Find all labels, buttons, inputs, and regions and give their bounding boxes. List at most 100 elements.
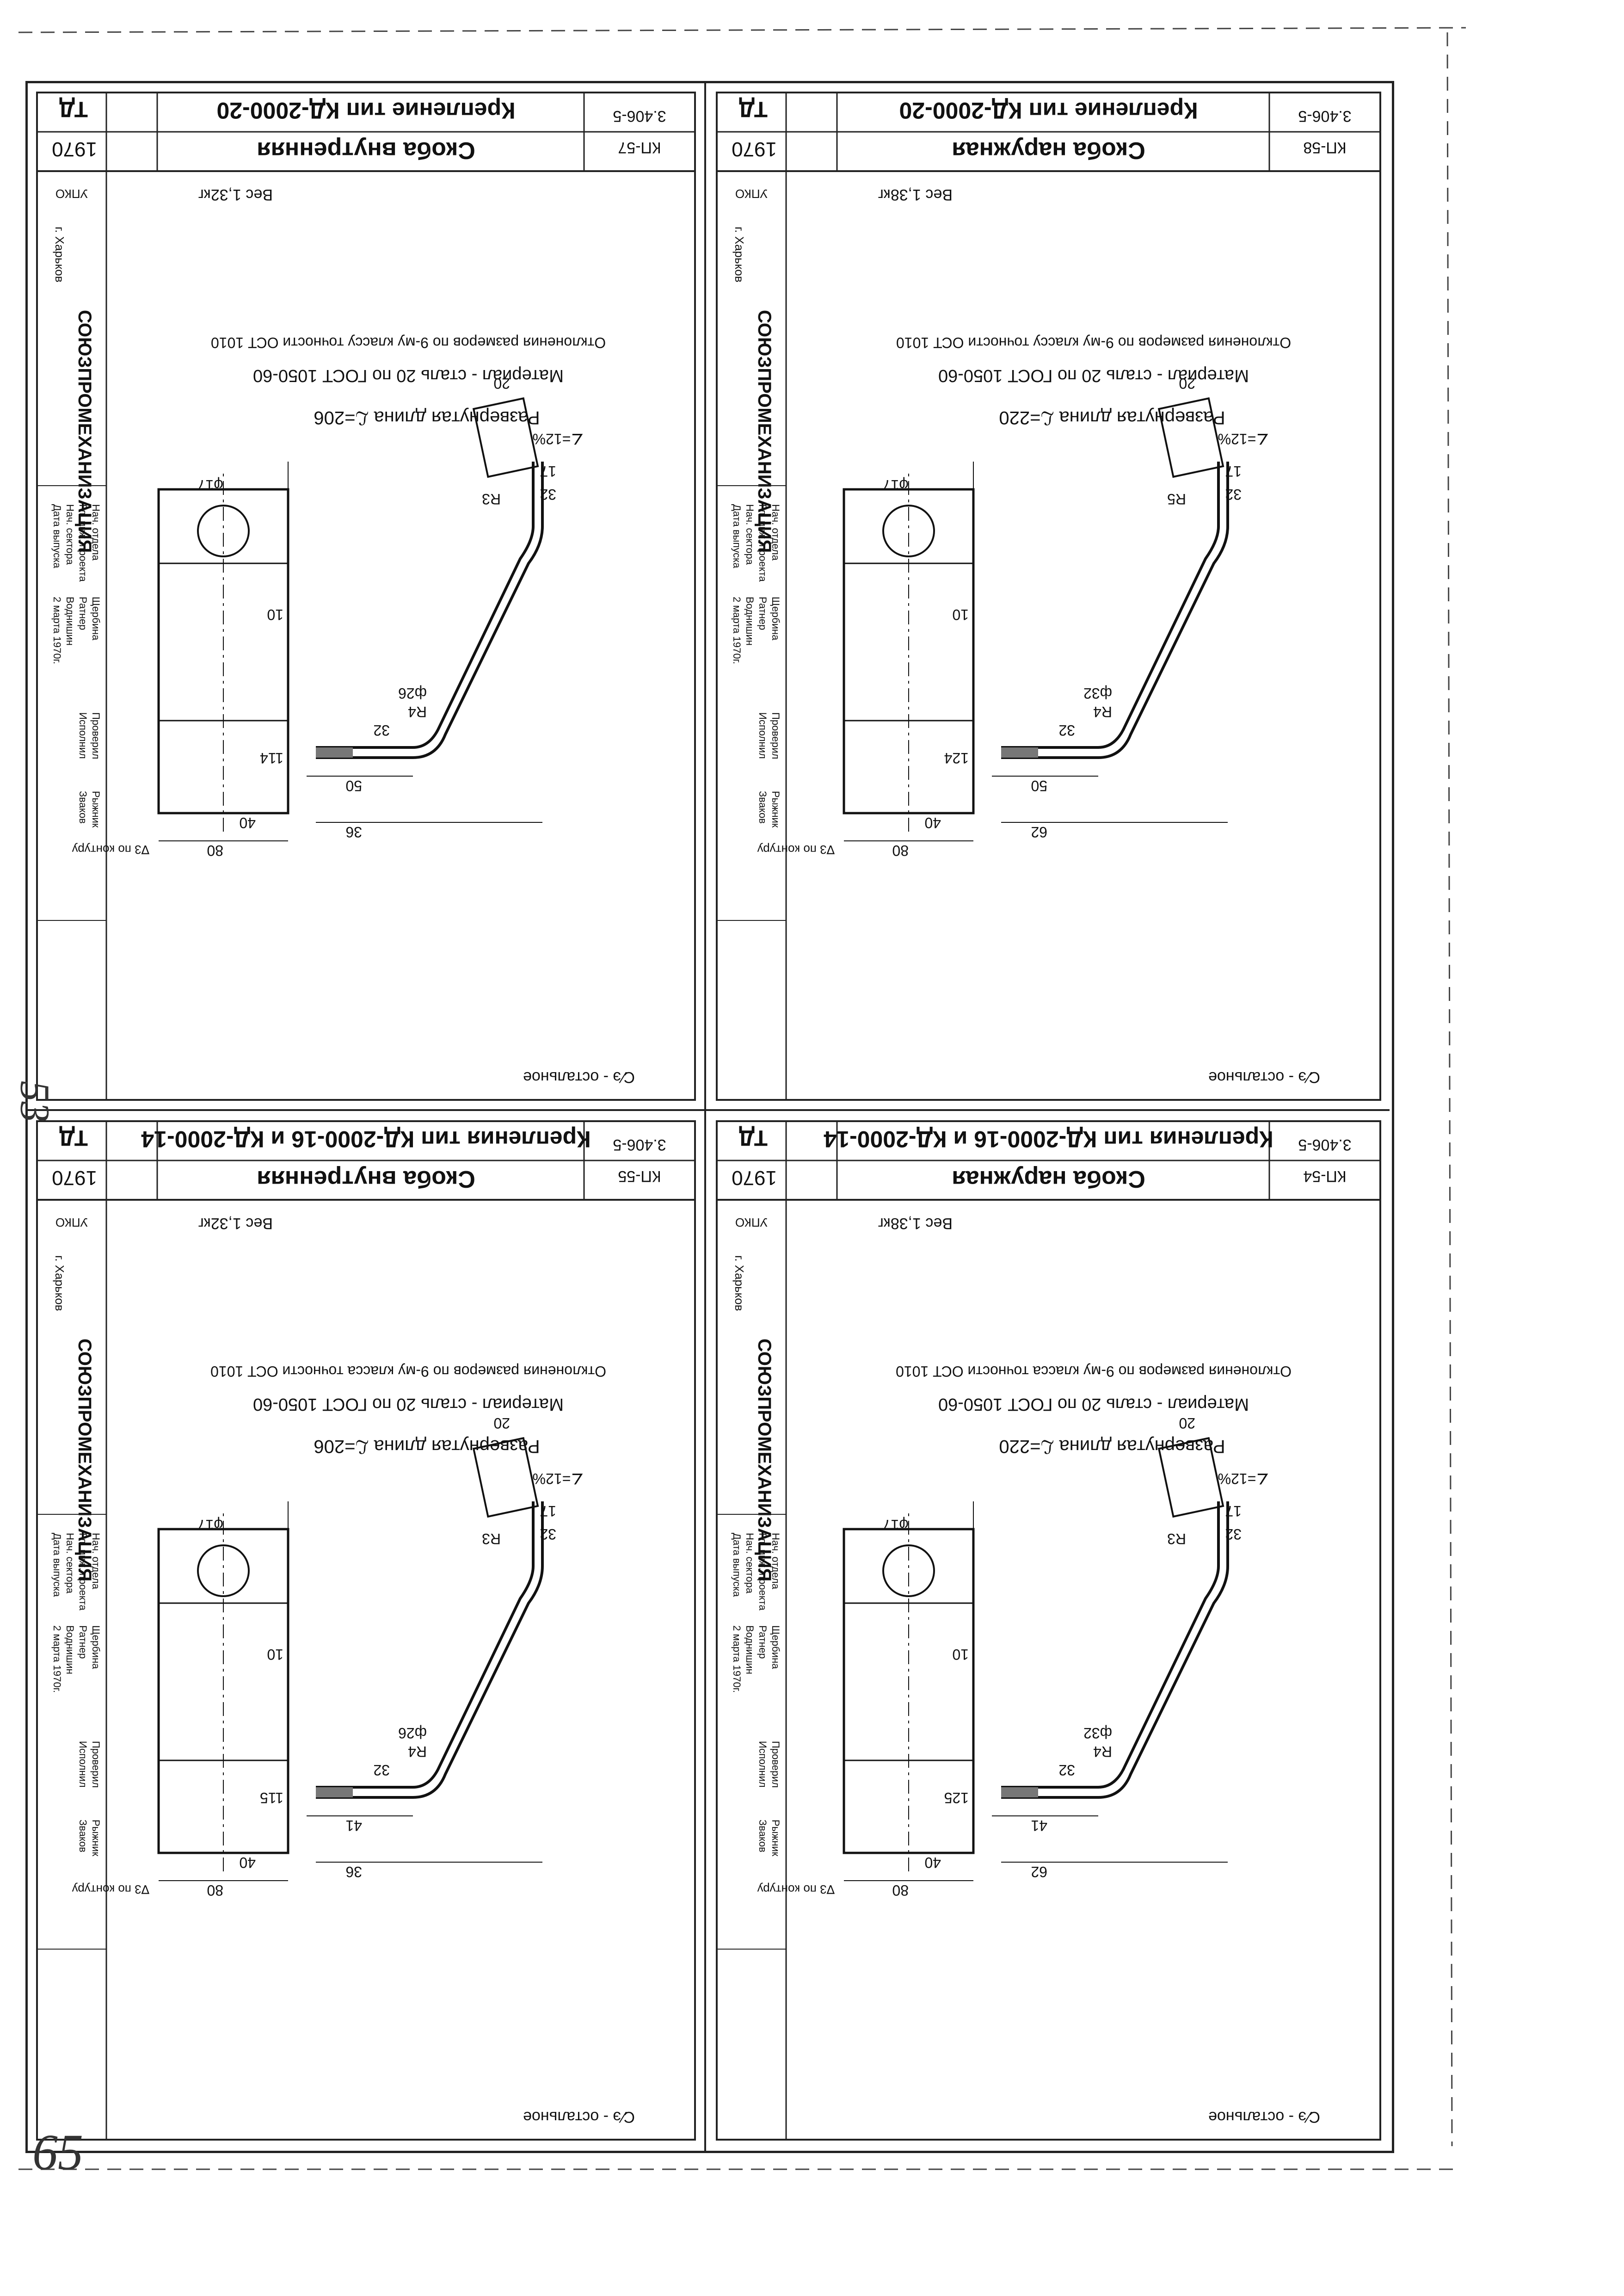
checked-name: Зваков [77,1820,89,1852]
sheet-title: Крепления тип КД-2000-16 и КД-2000-14 [141,1126,591,1152]
staff-role: Нач. отдела [770,504,781,561]
sheet-org-top: УПКО [55,1216,88,1229]
checked-label: Исполнил [757,712,769,759]
developed-length: Развернутая длина ℒ=220 [999,1436,1225,1457]
staff-name: Щербина [90,597,102,641]
dimension-label: R3 [482,491,501,507]
staff-role: Гл. инж. проекта [77,504,89,582]
dimension-label: 20 [493,1415,510,1432]
sheet-city: г. Харьков [732,1255,746,1311]
staff-role: Гл. инж. проекта [757,504,769,582]
staff-role: Дата выпуска [51,1533,63,1597]
staff-name: Воднишин [64,597,76,646]
sheet-weight: Вес 1,32кг [198,1215,273,1232]
sheet-stage: ТД [59,1125,88,1150]
dimension-label: 40 [239,815,256,831]
dimension-label: R4 [408,704,427,720]
sheet-number: КП-58 [1303,139,1346,156]
checked-label: Проверил [90,1741,102,1788]
sheet-title: Крепления тип КД-2000-16 и КД-2000-14 [824,1126,1273,1152]
dimension-label: 20 [1179,375,1195,392]
dimension-label: 17 [540,463,556,480]
dimension-label: R4 [1093,1743,1112,1760]
sheet-number: КП-55 [618,1167,661,1185]
dimension-label: 17 [1225,1503,1242,1519]
sheet-year: 1970 [732,138,777,160]
sheet-city: г. Харьков [53,227,67,283]
page-number-bottom: 65 [32,2124,83,2180]
surface-note: С∕э - остальное [1208,1068,1320,1086]
checked-name: Рыжник [90,791,102,828]
staff-name: 2 марта 1970г. [731,1625,743,1693]
dimension-label: ∠=12% [533,431,584,447]
dimension-label: 124 [944,750,969,766]
staff-name: Ратнер [77,597,89,630]
dimension-label: 17 [540,1503,556,1519]
dimension-label: 17 [1225,463,1242,480]
dimension-label: 41 [1031,1817,1047,1834]
staff-name: Ратнер [77,1625,89,1659]
sheet-city: г. Харьков [53,1255,67,1311]
staff-role: Нач. сектора [64,1533,76,1594]
material-note: Материал - сталь 20 по ГОСТ 1050-60 [938,366,1249,385]
mounting-hole [197,505,250,557]
material-note: Материал - сталь 20 по ГОСТ 1050-60 [253,366,564,385]
dimension-label: ∠=12% [1218,1470,1269,1487]
dimension-label: φ17 [883,1517,909,1533]
staff-role: Нач. отдела [770,1533,781,1590]
sheet-number: КП-54 [1303,1167,1346,1185]
dimension-label: ∠=12% [533,1470,584,1487]
dimension-label: R3 [482,1531,501,1547]
dimension-label: ф26 [398,1725,427,1741]
sheet-series: 3.406-5 [1298,1136,1351,1154]
sheet-weight: Вес 1,38кг [878,1215,953,1232]
dimension-label: 36 [345,824,362,840]
dimension-label: ф32 [1083,1725,1112,1741]
sheet-city: г. Харьков [732,227,746,283]
sheet-org: СОЮЗПРОМЕХАНИЗАЦИЯ [754,310,775,553]
developed-length: Развернутая длина ℒ=206 [314,407,540,428]
dimension-label: 20 [493,375,510,392]
sheet-series: 3.406-5 [613,1136,666,1154]
sheet-stage: ТД [59,97,88,121]
dimension-label: 10 [952,606,969,623]
tolerance-note: Отклонения размеров по 9-му класса точно… [210,1363,606,1380]
developed-length: Развернутая длина ℒ=206 [314,1436,540,1457]
staff-role: Дата выпуска [731,1533,743,1597]
sheet-org-top: УПКО [735,1216,768,1229]
sheet-part-name: Скоба наружная [952,137,1145,164]
surface-roughness: ∇3 по контуру [757,843,835,857]
mounting-hole [882,505,935,557]
sheet-series: 3.406-5 [1298,107,1351,125]
sheet-part-name: Скоба внутренняя [257,1166,475,1192]
dimension-label: 62 [1031,1864,1047,1880]
staff-role: Нач. отдела [90,1533,102,1590]
checked-name: Рыжник [770,791,781,828]
dimension-label: 50 [345,778,362,794]
staff-name: Воднишин [64,1625,76,1674]
staff-name: Щербина [770,597,781,641]
checked-name: Зваков [757,791,769,824]
staff-name: Щербина [90,1625,102,1669]
developed-length: Развернутая длина ℒ=220 [999,407,1225,428]
checked-name: Зваков [757,1820,769,1852]
staff-name: Воднишин [744,1625,756,1674]
checked-label: Проверил [770,712,781,759]
dimension-label: 41 [345,1817,362,1834]
sheet-title: Крепление тип КД-2000-20 [899,98,1198,123]
staff-role: Гл. инж. проекта [77,1533,89,1611]
staff-name: 2 марта 1970г. [731,597,743,664]
surface-note: С∕э - остальное [523,2108,635,2126]
dimension-label: 32 [1225,486,1242,503]
dimension-label: φ17 [883,477,909,494]
checked-label: Проверил [770,1741,781,1788]
sheet-number: КП-57 [618,139,661,156]
dimension-label: R4 [408,1743,427,1760]
checked-name: Рыжник [90,1820,102,1857]
surface-note: С∕э - остальное [1208,2108,1320,2126]
sheet-title: Крепление тип КД-2000-20 [216,98,515,123]
